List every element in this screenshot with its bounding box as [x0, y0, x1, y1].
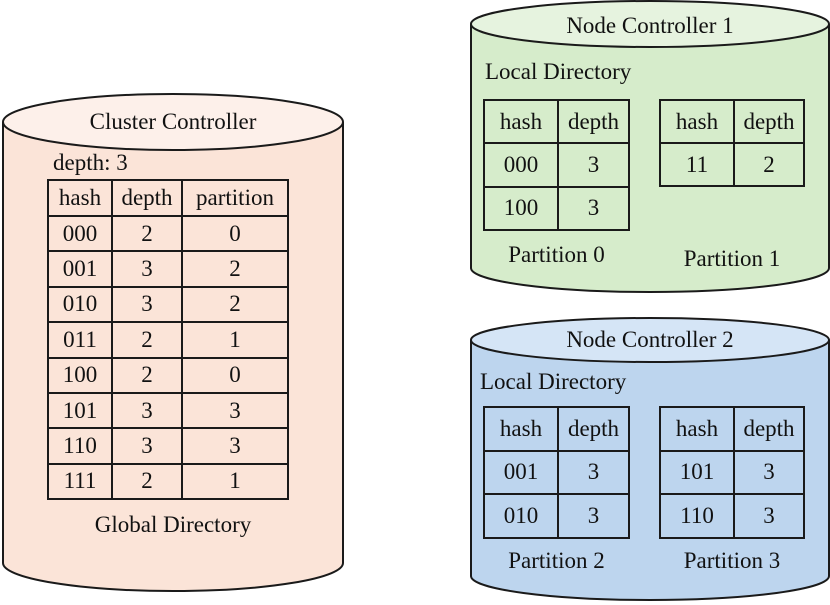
depth-cell: 3	[111, 427, 183, 465]
table-row: 101 3	[659, 449, 805, 496]
table-header-row: hash depth	[659, 406, 805, 452]
hash-cell: 11	[659, 142, 735, 187]
table-row: 110 3	[659, 493, 805, 539]
depth-cell: 2	[111, 356, 183, 394]
hash-cell: 100	[47, 356, 113, 394]
global-directory-table: hash depth partition 000 2 0 001 3 2 010…	[47, 179, 289, 501]
table-row: 000 3	[483, 142, 630, 188]
node-1-local-directory-label: Local Directory	[485, 59, 632, 84]
hash-cell: 111	[47, 462, 113, 501]
depth-cell: 3	[557, 449, 630, 496]
partition-0-label: Partition 0	[508, 242, 605, 267]
column-header-depth: depth	[557, 406, 630, 452]
depth-cell: 3	[557, 142, 630, 188]
column-header-hash: hash	[47, 179, 113, 217]
table-row: 101 3 3	[47, 391, 289, 430]
table-header-row: hash depth partition	[47, 179, 289, 217]
table-row: 110 3 3	[47, 427, 289, 465]
depth-cell: 2	[111, 462, 183, 501]
global-depth-label: depth: 3	[53, 150, 128, 175]
partition-3-label: Partition 3	[683, 548, 781, 573]
column-header-hash: hash	[659, 406, 735, 452]
table-row: 010 3 2	[47, 285, 289, 324]
partition-1-label: Partition 1	[683, 246, 781, 271]
column-header-hash: hash	[483, 98, 559, 145]
depth-cell: 3	[557, 185, 630, 232]
table-header-row: hash depth	[659, 99, 805, 144]
partition-0-table: hash depth 000 3 100 3	[483, 98, 630, 232]
column-header-partition: partition	[181, 179, 289, 217]
node-controller-1-title: Node Controller 1	[566, 13, 734, 38]
hash-cell: 101	[659, 449, 735, 496]
table-row: 001 3 2	[47, 250, 289, 288]
depth-cell: 3	[557, 493, 630, 539]
partition-2-label: Partition 2	[508, 548, 605, 573]
depth-cell: 3	[733, 493, 805, 539]
hash-cell: 010	[483, 493, 559, 539]
hash-cell: 110	[659, 493, 735, 539]
node-2-local-directory-label: Local Directory	[480, 369, 627, 394]
partition-cell: 3	[181, 391, 289, 430]
table-header-row: hash depth	[483, 406, 630, 452]
cluster-controller-title: Cluster Controller	[89, 109, 257, 134]
depth-cell: 3	[111, 250, 183, 288]
partition-3-table: hash depth 101 3 110 3	[659, 406, 805, 539]
hash-cell: 001	[483, 449, 559, 496]
column-header-depth: depth	[557, 98, 630, 145]
depth-cell: 2	[111, 214, 183, 253]
column-header-depth: depth	[111, 179, 183, 217]
hash-cell: 000	[483, 142, 559, 188]
hash-cell: 011	[47, 321, 113, 359]
partition-cell: 2	[181, 250, 289, 288]
table-row: 000 2 0	[47, 214, 289, 253]
depth-cell: 3	[111, 285, 183, 324]
partition-cell: 3	[181, 427, 289, 465]
hash-cell: 110	[47, 427, 113, 465]
partition-cell: 1	[181, 462, 289, 501]
table-row: 001 3	[483, 449, 630, 496]
table-row: 100 2 0	[47, 356, 289, 394]
column-header-hash: hash	[659, 99, 735, 144]
hash-cell: 100	[483, 185, 559, 232]
depth-cell: 3	[733, 449, 805, 496]
table-row: 100 3	[483, 185, 630, 232]
partition-cell: 1	[181, 321, 289, 359]
node-controller-2-title: Node Controller 2	[566, 327, 734, 352]
partition-cell: 0	[181, 356, 289, 394]
partition-1-table: hash depth 11 2	[659, 99, 805, 187]
partition-cell: 0	[181, 214, 289, 253]
column-header-depth: depth	[733, 406, 805, 452]
hash-cell: 000	[47, 214, 113, 253]
table-row: 111 2 1	[47, 462, 289, 501]
hash-cell: 101	[47, 391, 113, 430]
column-header-hash: hash	[483, 406, 559, 452]
table-row: 010 3	[483, 493, 630, 539]
depth-cell: 2	[111, 321, 183, 359]
partition-cell: 2	[181, 285, 289, 324]
table-header-row: hash depth	[483, 98, 630, 145]
column-header-depth: depth	[733, 99, 805, 144]
depth-cell: 2	[733, 142, 805, 187]
hash-cell: 001	[47, 250, 113, 288]
depth-cell: 3	[111, 391, 183, 430]
hash-cell: 010	[47, 285, 113, 324]
table-row: 11 2	[659, 142, 805, 187]
partition-2-table: hash depth 001 3 010 3	[483, 406, 630, 539]
global-directory-label: Global Directory	[94, 512, 252, 537]
table-row: 011 2 1	[47, 321, 289, 359]
